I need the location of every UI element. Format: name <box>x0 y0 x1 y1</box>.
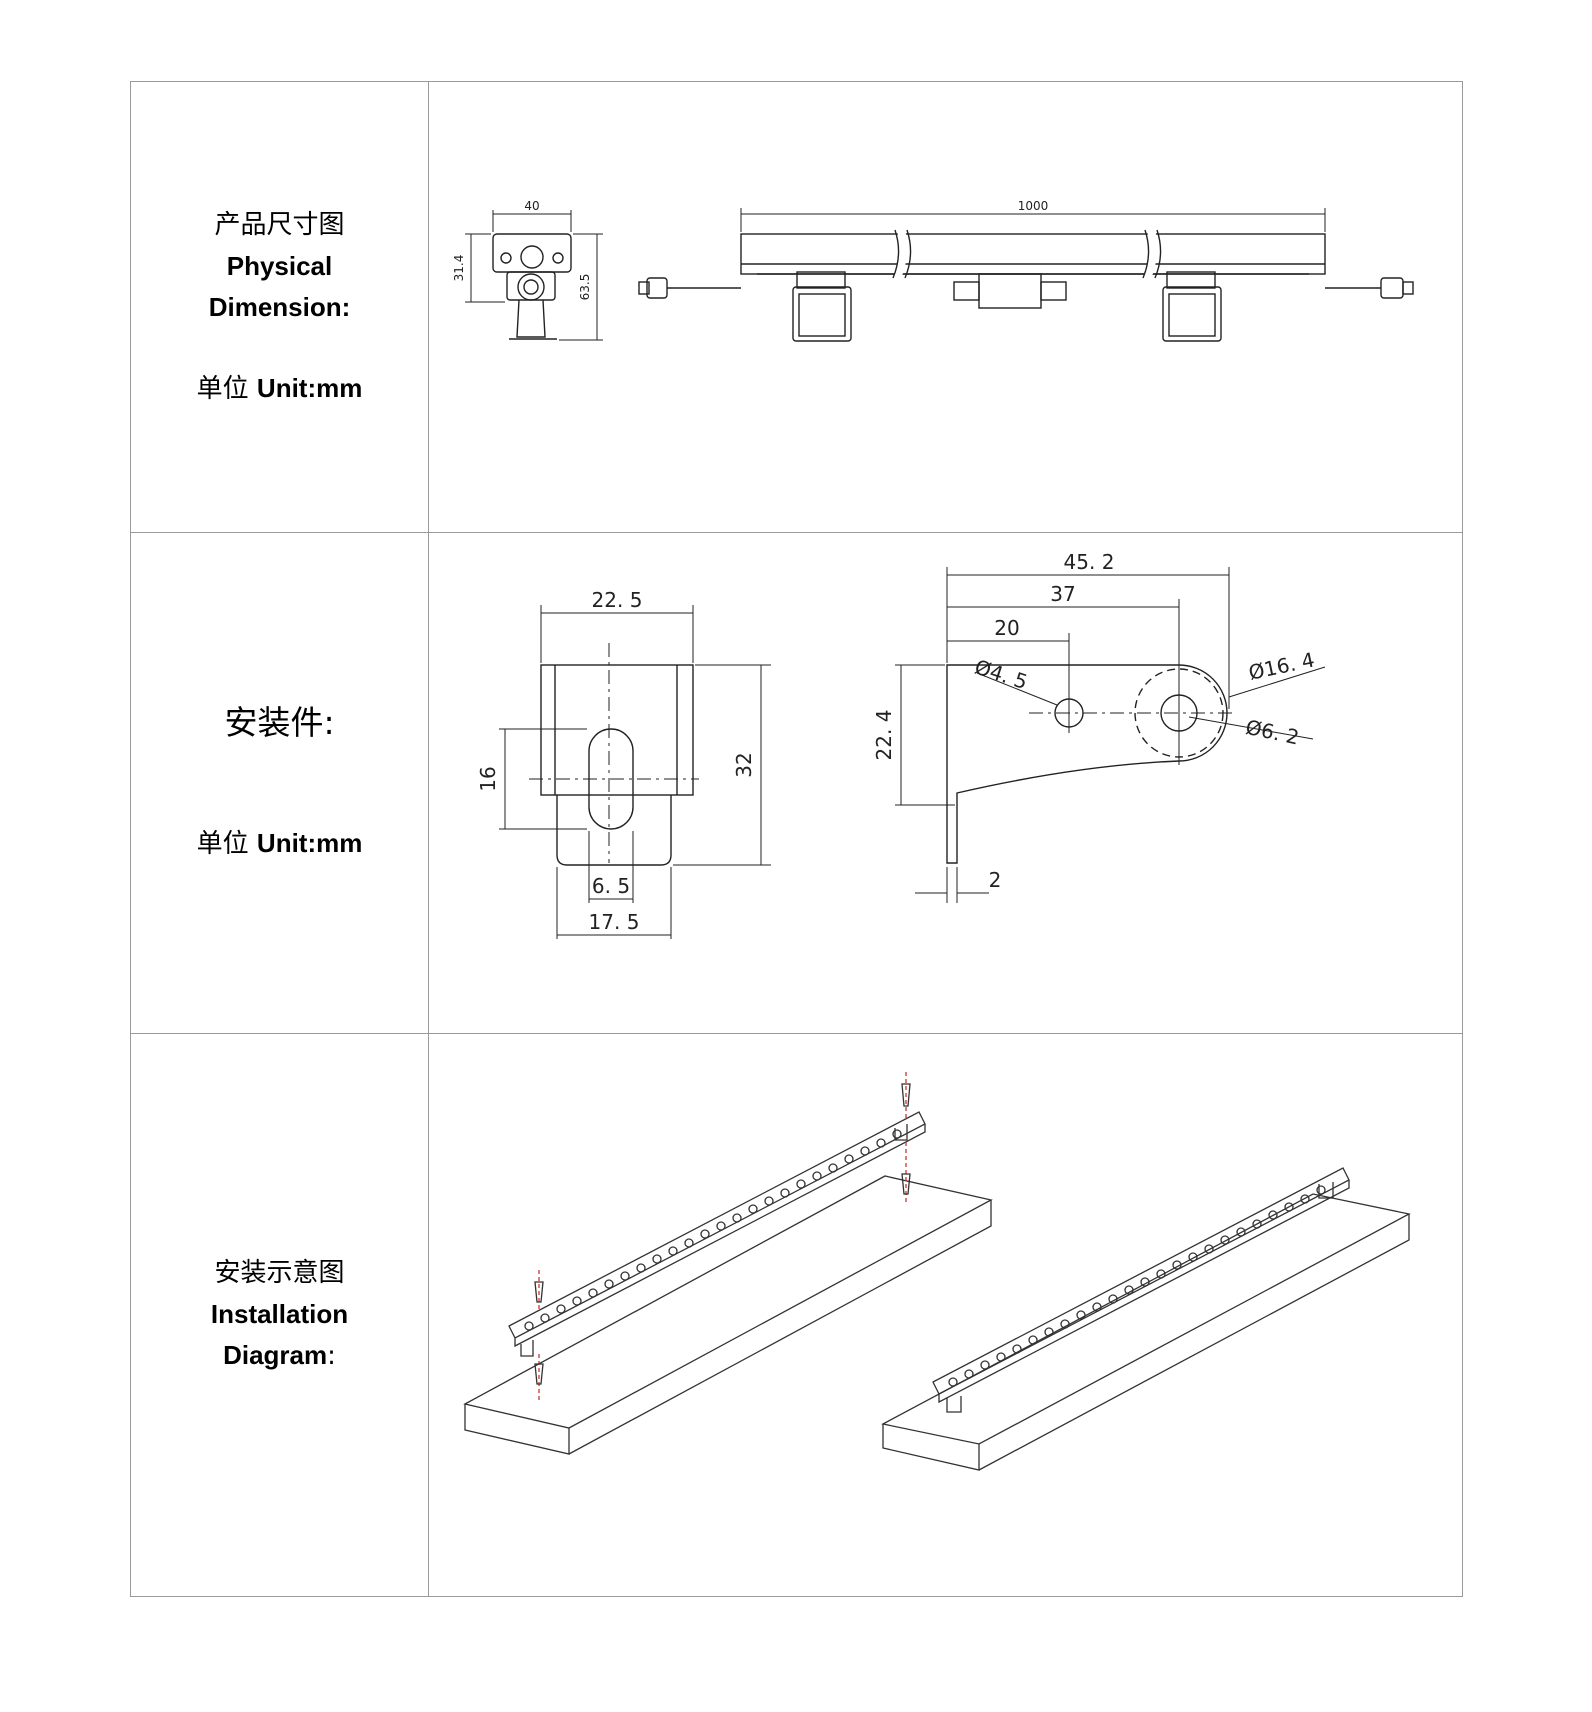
dim-hole-dia: Ø4. 5 <box>972 655 1031 694</box>
physical-dimension-drawing: 40 31.4 63.5 1000 <box>429 82 1462 532</box>
label-en-line2-colon: : <box>327 1341 336 1371</box>
dim-l-hole: 20 <box>994 616 1019 640</box>
unit-en: Unit:mm <box>256 827 363 858</box>
dim-top-width: 22. 5 <box>592 588 643 612</box>
label-cn: 安装件: <box>224 702 335 742</box>
dim-l-total: 45. 2 <box>1064 550 1115 574</box>
unit-label: 单位 Unit:mm <box>197 368 363 410</box>
dim-height: 32 <box>732 752 756 777</box>
physical-dimension-row: 产品尺寸图 Physical Dimension: 单位 Unit:mm <box>131 82 1462 533</box>
dim-l-height: 22. 4 <box>872 710 896 761</box>
dim-slot-width: 6. 5 <box>592 874 630 898</box>
label-en-line2: Dimension: <box>208 291 351 322</box>
unit-cn: 单位 <box>196 828 249 859</box>
dim-body-height: 31.4 <box>452 255 466 282</box>
dim-thickness: 2 <box>989 868 1002 892</box>
label-en-line1: Physical <box>226 250 333 281</box>
installation-label: 安装示意图 Installation Diagram: <box>131 1034 429 1596</box>
bracket-label: 安装件: 单位 Unit:mm <box>131 533 429 1033</box>
dim-outer-dia: Ø16. 4 <box>1246 647 1316 684</box>
bracket-row: 安装件: 单位 Unit:mm <box>131 533 1462 1034</box>
installation-row: 安装示意图 Installation Diagram: <box>131 1034 1462 1596</box>
label-en-line1: Installation <box>210 1299 349 1329</box>
dim-slot-length: 16 <box>476 766 500 791</box>
installation-drawing-svg <box>463 1072 1411 1471</box>
dim-bottom-width: 17. 5 <box>589 910 640 934</box>
spec-sheet-table: 产品尺寸图 Physical Dimension: 单位 Unit:mm <box>130 81 1463 1597</box>
unit-label: 单位 Unit:mm <box>197 823 363 865</box>
dim-total-height: 63.5 <box>578 274 592 301</box>
label-en-line2: Diagram <box>223 1340 328 1370</box>
unit-en: Unit:mm <box>256 372 363 403</box>
bracket-drawing: 22. 5 16 32 6. 5 17. 5 45. 2 37 20 22. 4… <box>429 533 1462 1033</box>
fixture-drawing-svg: 40 31.4 63.5 1000 <box>452 199 1414 342</box>
bracket-drawing-svg: 22. 5 16 32 6. 5 17. 5 45. 2 37 20 22. 4… <box>476 550 1326 939</box>
physical-dimension-label: 产品尺寸图 Physical Dimension: 单位 Unit:mm <box>131 82 429 532</box>
installation-drawing <box>429 1034 1462 1596</box>
unit-cn: 单位 <box>196 373 249 404</box>
label-cn: 产品尺寸图 <box>214 209 345 240</box>
label-en-line2-wrap: Diagram: <box>223 1335 336 1377</box>
dim-l-mid: 37 <box>1050 582 1075 606</box>
label-cn: 安装示意图 <box>214 1258 345 1288</box>
dim-width: 40 <box>524 199 539 213</box>
dim-inner-dia: Ø6. 2 <box>1244 715 1302 750</box>
dim-length: 1000 <box>1018 199 1049 213</box>
